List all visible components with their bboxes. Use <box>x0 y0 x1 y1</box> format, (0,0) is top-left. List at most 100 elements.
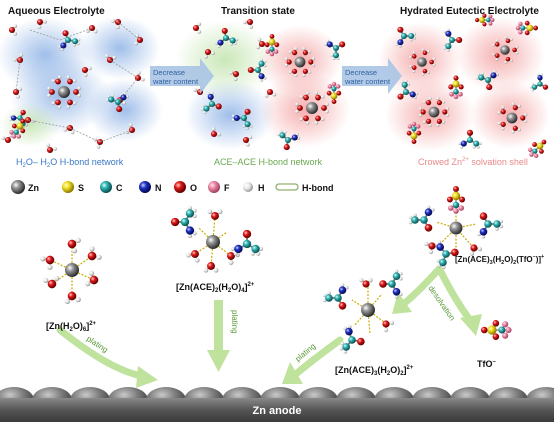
atom-zn <box>361 303 375 317</box>
atom-h <box>13 32 18 36</box>
species-ace3-c: O) <box>390 365 400 375</box>
atom-o <box>451 248 459 257</box>
atom-h <box>201 107 204 111</box>
atom-h <box>228 260 234 266</box>
atom-h <box>256 45 261 50</box>
atom-f <box>9 129 14 135</box>
atom-h <box>72 43 76 47</box>
atom-h <box>339 346 344 351</box>
atom-h <box>314 91 319 95</box>
decrease-arrow-2-line2: water content <box>344 77 391 86</box>
atom-c <box>114 98 122 106</box>
atom-h <box>412 70 416 73</box>
species-ace2-d: ] <box>245 282 248 292</box>
atom-h <box>53 147 57 151</box>
legend-o-swatch <box>174 181 186 193</box>
atom-c <box>411 126 417 132</box>
atom-f <box>515 25 521 31</box>
atom-f <box>453 94 459 100</box>
atom-n <box>217 39 224 46</box>
atom-c <box>284 136 292 144</box>
atom-f <box>502 321 509 328</box>
atom-h <box>324 42 328 46</box>
atom-f <box>265 49 271 54</box>
atom-h <box>229 70 233 75</box>
atom-h <box>501 105 505 109</box>
species-ace3tfo-sup1: – <box>533 254 536 260</box>
decrease-arrow-1-line1: Decrease <box>153 68 185 77</box>
atom-h <box>412 51 416 54</box>
atom-h <box>383 327 389 333</box>
species-tfo-sup: – <box>493 359 497 365</box>
atom-h <box>359 277 364 283</box>
legend-h-label: H <box>258 183 265 193</box>
atom-c <box>498 326 506 334</box>
species-ace3-sub2: 2 <box>387 371 391 377</box>
atom-c <box>473 140 480 147</box>
bond <box>99 129 133 143</box>
atom-f <box>331 81 337 87</box>
atom-zn <box>449 221 463 235</box>
atom-f <box>453 208 459 214</box>
atom-h <box>284 63 289 67</box>
atom-o <box>411 139 417 145</box>
atom-h <box>495 39 499 42</box>
atom-f <box>533 153 539 158</box>
atom-o <box>453 75 459 81</box>
atom-h <box>257 37 262 42</box>
species-hexaaqua-b: O) <box>73 321 83 331</box>
atom-f <box>407 124 413 129</box>
species-ace3tfo-a: [Zn(ACE) <box>455 255 490 264</box>
atom-h <box>409 65 412 69</box>
atom-c <box>400 32 408 40</box>
atom-h <box>510 59 513 62</box>
atom-c <box>64 36 72 44</box>
legend-h-swatch <box>243 182 253 192</box>
atom-h <box>112 55 117 60</box>
atom-o <box>494 42 500 47</box>
atom-h <box>70 130 75 135</box>
atom-f <box>488 21 493 26</box>
atom-h <box>325 102 329 107</box>
atom-c <box>251 244 260 254</box>
atom-h <box>308 50 312 54</box>
atom-n <box>537 75 543 81</box>
atom-f <box>518 29 523 35</box>
atom-h <box>407 82 411 86</box>
atom-s <box>487 325 497 335</box>
atom-h <box>497 111 501 115</box>
legend: Zn S C N O F H H-bond <box>11 180 334 194</box>
atom-h <box>229 42 233 46</box>
atom-o <box>459 196 466 203</box>
atom-n <box>490 72 497 79</box>
legend-n-swatch <box>139 181 151 193</box>
atom-o <box>303 94 309 101</box>
atom-o <box>494 53 500 58</box>
atom-f <box>488 14 493 19</box>
atom-h <box>105 98 109 102</box>
atom-o <box>62 30 69 37</box>
atom-c <box>448 36 456 44</box>
atom-h <box>123 92 127 96</box>
atom-c <box>222 34 230 42</box>
atom-h <box>57 105 62 109</box>
atom-h <box>347 324 352 329</box>
atom-h <box>246 126 250 130</box>
atom-o <box>215 103 222 110</box>
atom-h <box>492 53 495 57</box>
atom-o <box>321 105 327 111</box>
atom-h <box>16 94 20 99</box>
atom-o <box>204 48 212 56</box>
atom-o <box>302 68 308 74</box>
atom-h <box>116 25 120 29</box>
atom-o <box>192 24 200 32</box>
atom-n <box>120 94 127 101</box>
atom-s <box>526 24 534 32</box>
atom-f <box>458 91 463 97</box>
atom-o <box>357 337 365 346</box>
atom-h <box>510 38 513 41</box>
atom-c <box>408 32 415 40</box>
bond <box>15 59 21 93</box>
atom-c <box>439 258 447 267</box>
